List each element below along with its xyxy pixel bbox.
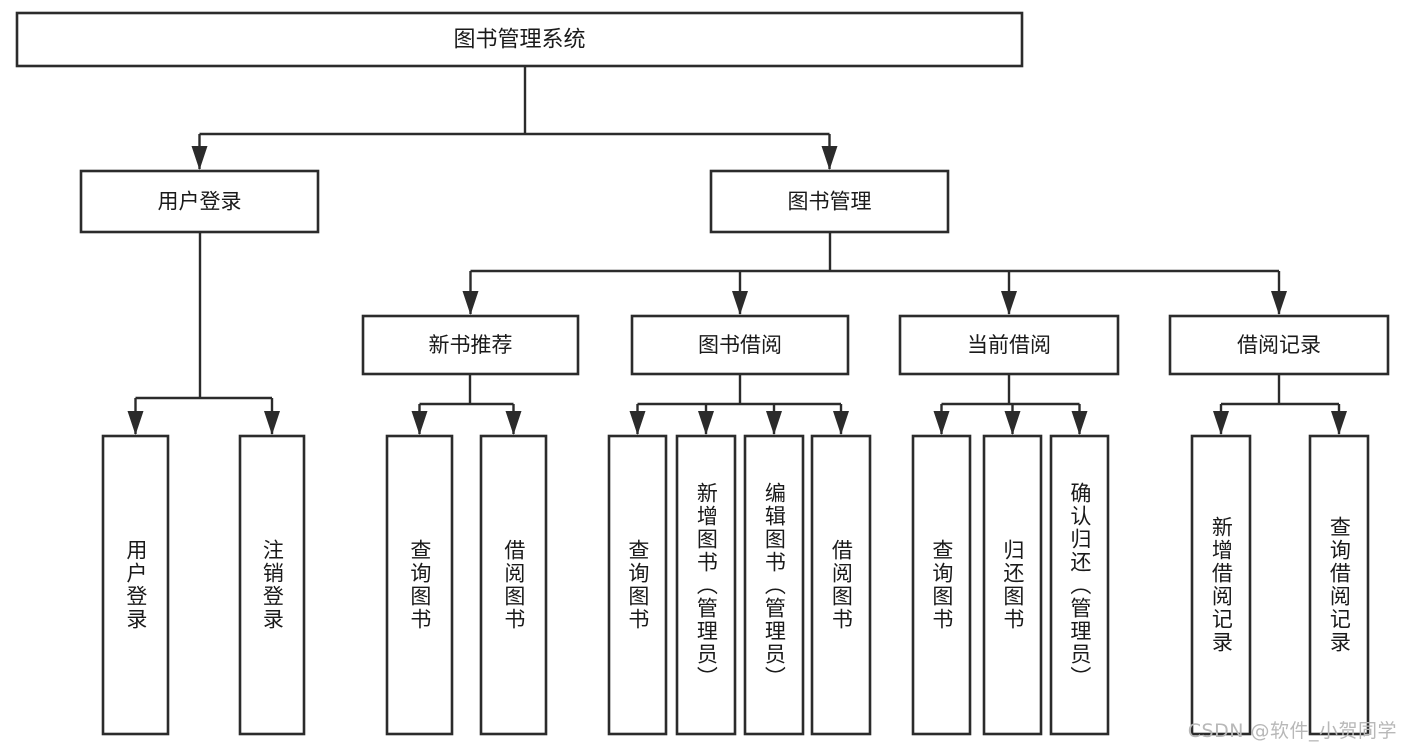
node-label-root: 图书管理系统 <box>453 28 585 53</box>
arrow-head-icon <box>821 146 838 170</box>
node-box-leaf-query-book-rec <box>385 434 454 736</box>
arrow-head-icon <box>411 411 428 435</box>
node-box-new-book-rec <box>361 314 580 376</box>
node-box-leaf-borrow-book <box>810 434 872 736</box>
node-leaf-query-book-current[interactable] <box>911 434 972 736</box>
arrow-head-icon <box>191 146 208 170</box>
arrow-head-icon <box>127 411 144 435</box>
node-leaf-add-book-admin[interactable] <box>675 434 737 736</box>
connector-bookborrow-to-leaves-bus <box>629 374 849 435</box>
node-box-leaf-query-borrow-record <box>1308 434 1370 736</box>
node-leaf-borrow-book[interactable] <box>810 434 872 736</box>
node-leaf-query-book-rec[interactable] <box>385 434 454 736</box>
node-label-current-borrow: 当前借阅 <box>967 333 1051 357</box>
node-box-leaf-user-login <box>101 434 170 736</box>
connector-currentborrow-to-leaves-bus <box>933 374 1088 435</box>
arrow-head-icon <box>933 411 950 435</box>
watermark-text: CSDN @软件_小贺同学 <box>1187 720 1397 742</box>
connector-layer <box>127 66 1347 435</box>
arrow-head-icon <box>732 291 748 315</box>
arrow-head-icon <box>1271 291 1287 315</box>
node-leaf-confirm-return-admin[interactable] <box>1049 434 1110 736</box>
arrow-head-icon <box>264 411 280 435</box>
node-book-manage[interactable]: 图书管理 <box>709 169 950 234</box>
node-box-user-login <box>79 169 320 234</box>
node-box-book-borrow <box>630 314 850 376</box>
node-current-borrow[interactable]: 当前借阅 <box>898 314 1120 376</box>
node-leaf-edit-book-admin[interactable] <box>743 434 805 736</box>
connector-root-to-level2-bus <box>191 66 838 170</box>
node-label-user-login: 用户登录 <box>158 190 242 214</box>
connector-borrowrecord-to-leaves-bus <box>1213 374 1347 435</box>
arrow-head-icon <box>462 291 479 315</box>
node-leaf-logout-login[interactable] <box>238 434 306 736</box>
node-label-new-book-rec: 新书推荐 <box>429 333 513 357</box>
arrow-head-icon <box>1004 411 1021 435</box>
node-user-login[interactable]: 用户登录 <box>79 169 320 234</box>
node-label-book-borrow: 图书借阅 <box>698 333 782 357</box>
node-box-leaf-add-book-admin <box>675 434 737 736</box>
node-box-leaf-return-book <box>982 434 1043 736</box>
arrow-head-icon <box>505 411 522 435</box>
arrow-head-icon <box>1071 411 1088 435</box>
connector-bookmanage-to-level3-bus <box>462 232 1287 315</box>
node-leaf-return-book[interactable] <box>982 434 1043 736</box>
arrow-head-icon <box>766 411 782 435</box>
node-leaf-add-borrow-record[interactable] <box>1190 434 1252 736</box>
node-box-current-borrow <box>898 314 1120 376</box>
arrow-head-icon <box>1213 411 1229 435</box>
node-root[interactable]: 图书管理系统 <box>15 11 1024 68</box>
arrow-head-icon <box>629 411 646 435</box>
node-box-borrow-record <box>1168 314 1390 376</box>
arrow-head-icon <box>833 411 849 435</box>
node-new-book-rec[interactable]: 新书推荐 <box>361 314 580 376</box>
node-leaf-query-borrow-record[interactable] <box>1308 434 1370 736</box>
arrow-head-icon <box>698 411 714 435</box>
arrow-head-icon <box>1331 411 1347 435</box>
node-leaf-user-login[interactable] <box>101 434 170 736</box>
node-label-book-manage: 图书管理 <box>788 190 872 214</box>
node-box-leaf-logout-login <box>238 434 306 736</box>
arrow-head-icon <box>1001 291 1017 315</box>
connector-newbookrec-to-leaves-bus <box>411 374 522 435</box>
node-borrow-record[interactable]: 借阅记录 <box>1168 314 1390 376</box>
node-box-book-manage <box>709 169 950 234</box>
node-book-borrow[interactable]: 图书借阅 <box>630 314 850 376</box>
node-label-borrow-record: 借阅记录 <box>1237 333 1321 357</box>
node-box-leaf-add-borrow-record <box>1190 434 1252 736</box>
node-leaf-query-book-borrow[interactable] <box>607 434 668 736</box>
node-box-leaf-confirm-return-admin <box>1049 434 1110 736</box>
node-box-leaf-query-book-current <box>911 434 972 736</box>
node-box-root <box>15 11 1024 68</box>
node-box-leaf-query-book-borrow <box>607 434 668 736</box>
node-box-leaf-edit-book-admin <box>743 434 805 736</box>
connector-userlogin-to-leaves-bus <box>127 232 280 435</box>
node-leaf-borrow-book-rec[interactable] <box>479 434 548 736</box>
node-box-leaf-borrow-book-rec <box>479 434 548 736</box>
